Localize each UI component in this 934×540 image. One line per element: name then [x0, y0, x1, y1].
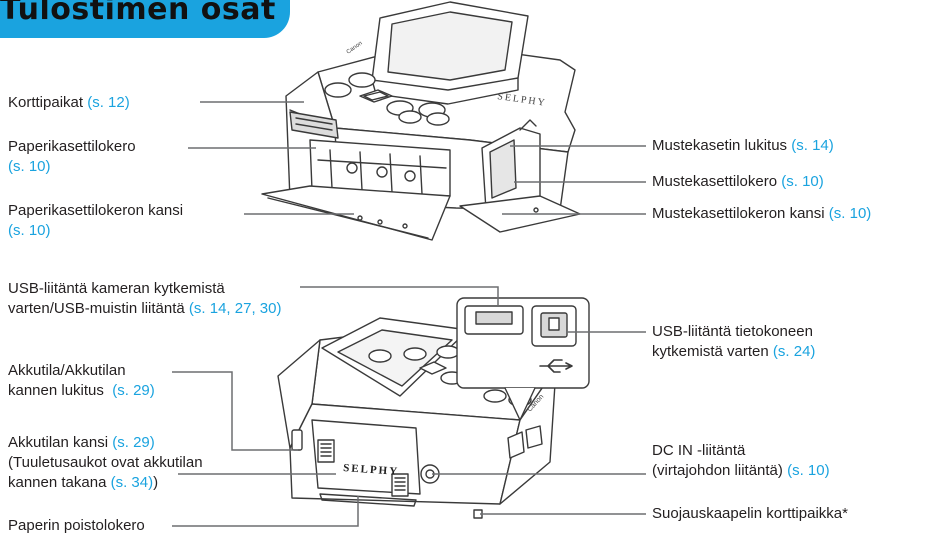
label-usb-camera: USB-liitäntä kameran kytkemistä varten/U…	[8, 280, 282, 317]
label-battery-cover: Akkutilan kansi (s. 29) (Tuuletusaukot o…	[8, 434, 203, 491]
leader-battery-lock	[172, 371, 298, 451]
back-printer-drawing	[277, 317, 557, 519]
label-paper-cassette-cover: Paperikasettilokeron kansi (s. 10)	[8, 202, 184, 239]
label-ink-lock: Mustekasetin lukitus (s. 14)	[652, 137, 834, 154]
leader-paper-exit	[172, 496, 359, 527]
label-paper-cassette-compartment: Paperikasettilokero (s. 10)	[8, 138, 136, 175]
label-card-slots: Korttipaikat (s. 12)	[8, 94, 130, 111]
label-ink-cover: Mustekasettilokeron kansi (s. 10)	[652, 205, 872, 222]
front-printer-drawing	[261, 1, 581, 241]
front-brand-text: Canon	[346, 41, 364, 56]
leader-usb-camera	[300, 286, 499, 306]
label-security-slot: Suojauskaapelin korttipaikka*	[652, 505, 848, 522]
label-dc-in: DC IN -liitäntä (virtajohdon liitäntä) (…	[652, 442, 830, 479]
title-tab	[0, 0, 290, 38]
usb-inset-drawing	[456, 297, 590, 421]
page-title: Tulostimen osat	[0, 0, 276, 27]
back-model-text: SELPHY	[343, 462, 400, 478]
label-paper-exit: Paperin poistolokero	[8, 517, 145, 534]
label-battery-lock: Akkutila/Akkutilan kannen lukitus (s. 29…	[8, 362, 155, 399]
label-usb-computer: USB-liitäntä tietokoneen kytkemistä vart…	[652, 323, 816, 360]
label-ink-compartment: Mustekasettilokero (s. 10)	[652, 173, 824, 190]
